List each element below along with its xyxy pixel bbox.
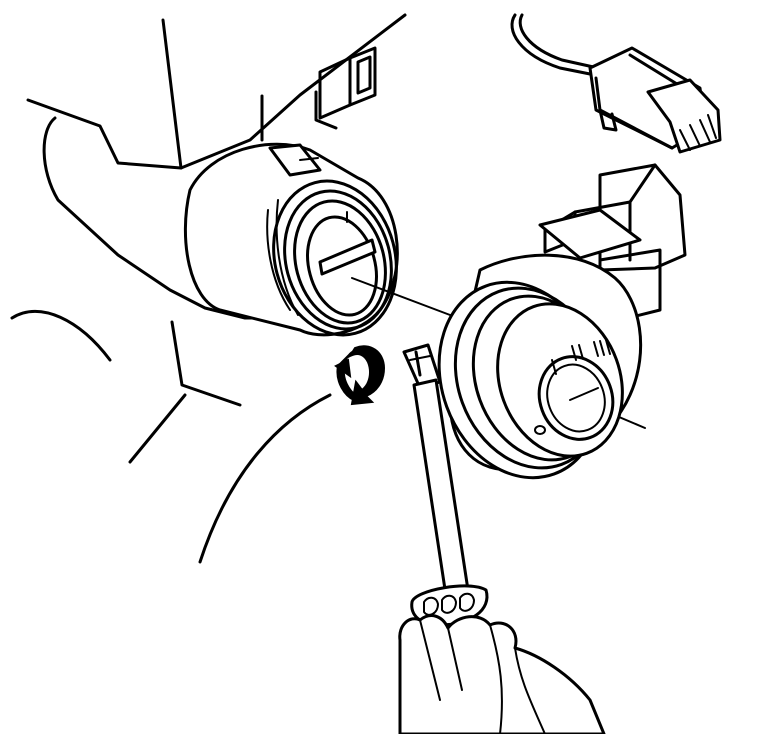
position-marks — [534, 339, 611, 435]
steering-column-housing — [10, 13, 407, 564]
hand-icon — [398, 614, 606, 734]
rotation-arrow-icon — [334, 345, 386, 406]
housing-bracket — [314, 46, 377, 130]
ignition-switch-module — [437, 163, 687, 480]
connector-icon — [510, 13, 722, 154]
lock-cylinder-housing — [183, 142, 399, 337]
